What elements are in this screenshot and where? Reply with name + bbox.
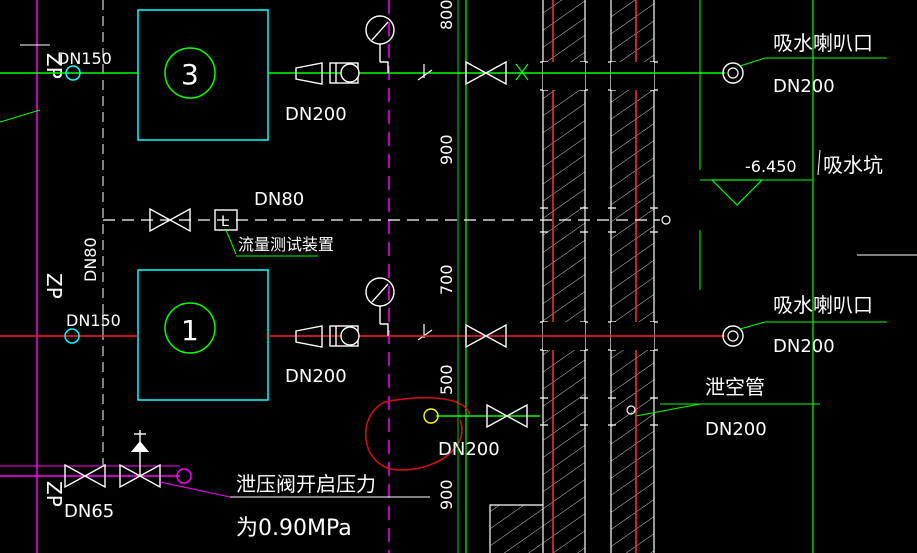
pressure-gauge-icon	[365, 15, 395, 73]
pump-3-box	[137, 9, 269, 141]
relief-valve-label-1: 泄压阀开启压力	[236, 472, 376, 496]
pit-label: 吸水坑	[823, 153, 883, 177]
flow-box-letter: L	[221, 214, 229, 230]
vent-dn-label: DN200	[705, 419, 767, 440]
vent-pipe-label: 泄空管	[705, 375, 765, 399]
wall-hatch-right	[611, 0, 654, 553]
suction-top-dn-label: DN200	[773, 76, 835, 97]
dim-500: 500	[437, 364, 456, 395]
pump-3-number: 3	[181, 58, 199, 91]
pipe-riser-mid	[64, 328, 80, 344]
wall-hatch-left	[543, 0, 585, 553]
gate-valve-icon	[149, 207, 191, 233]
dim-900-a: 900	[437, 134, 456, 165]
dn150-top-label: DN150	[57, 49, 112, 68]
dn80-label: DN80	[254, 189, 304, 210]
flow-test-label: 流量测试装置	[238, 235, 334, 254]
suction-mid-dn-label: DN200	[773, 336, 835, 357]
zp-label-3: ZP	[42, 481, 66, 507]
dn200-pump1-label: DN200	[285, 366, 347, 387]
zp-label-2: ZP	[42, 273, 66, 299]
zp-label-1: ZP	[42, 53, 66, 79]
dn200-pump3-label: DN200	[285, 104, 347, 125]
dim-900-b: 900	[437, 479, 456, 510]
dn200-circle-label: DN200	[438, 439, 500, 460]
dn150-mid-label: DN150	[66, 311, 121, 330]
pipe-riser-top	[65, 65, 81, 81]
red-markup-circle	[364, 396, 471, 471]
dim-800: 800	[437, 0, 456, 30]
gate-valve-icon	[486, 403, 528, 429]
reducer-icon	[295, 62, 323, 85]
pump-1-box	[137, 269, 269, 401]
gate-valve-icon	[465, 323, 507, 349]
pressure-gauge-icon	[365, 277, 395, 336]
gate-valve-icon	[465, 60, 507, 86]
reducer-icon	[295, 325, 323, 348]
suction-bell-icon	[722, 325, 744, 347]
pump-3-circle	[164, 47, 216, 99]
relief-valve-label-2: 为0.90MPa	[236, 516, 352, 541]
dn80-vertical-label: DN80	[81, 237, 100, 282]
pump-1-circle	[164, 302, 216, 354]
dn65-label: DN65	[64, 501, 114, 522]
suction-bell-icon	[722, 62, 744, 84]
pump-1-number: 1	[181, 314, 199, 347]
suction-top-label: 吸水喇叭口	[773, 31, 873, 55]
dim-700: 700	[437, 264, 456, 295]
level-label: -6.450	[745, 157, 797, 176]
suction-mid-label: 吸水喇叭口	[773, 293, 873, 317]
relief-valve-icon	[119, 430, 161, 489]
gate-valve-icon	[64, 463, 106, 489]
